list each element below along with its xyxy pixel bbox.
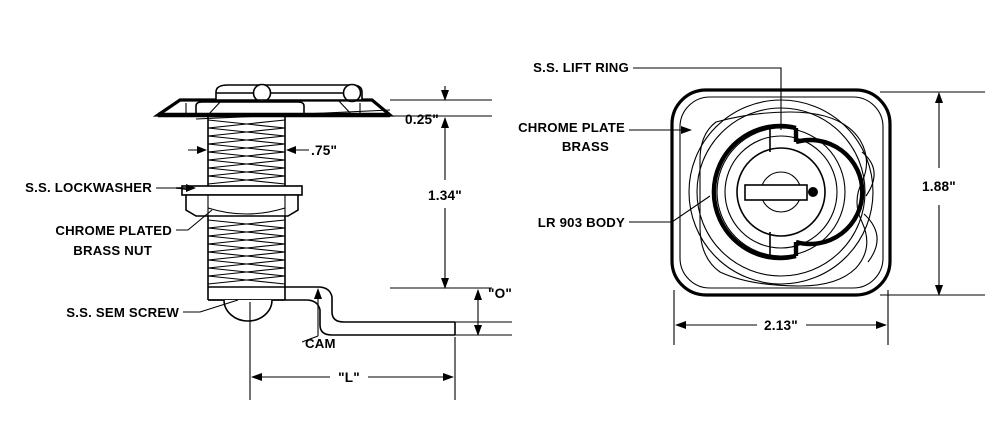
- dim-213-arrowhead-left: [675, 321, 686, 329]
- callout-lr903-body-label: LR 903 BODY: [538, 215, 625, 230]
- right-view-group: S.S. LIFT RING CHROME PLATE BRASS LR 903…: [518, 60, 985, 345]
- dim-head-thickness-label: 0.25": [405, 112, 439, 127]
- dim-ext-lines-cam: [455, 321, 512, 336]
- dim-L-arrowhead-left: [251, 373, 262, 381]
- dim-ext-lines-width: [673, 290, 889, 345]
- dim-025-arrowhead: [441, 90, 449, 101]
- leader-lockwasher-arrowhead: [186, 184, 196, 192]
- keyway-pin-dot: [808, 187, 818, 197]
- leader-sem-screw: [183, 299, 239, 313]
- head-underside-taper: [195, 109, 391, 120]
- cam-hub-edges: [207, 287, 286, 300]
- lockwasher-body: [181, 185, 303, 196]
- lower-thread-hatching: [207, 219, 286, 285]
- keyway-slot: [744, 184, 808, 201]
- dim-O-arrowhead-bottom: [474, 325, 482, 336]
- dim-cam-length-label: "L": [338, 370, 360, 385]
- body-recess-outline: [699, 111, 868, 287]
- callout-lift-ring-label: S.S. LIFT RING: [533, 60, 629, 75]
- leader-lift-ring: [633, 67, 782, 130]
- callout-brass-nut-label-line1: CHROME PLATED: [55, 223, 172, 238]
- cam-arm-lower-profile: [208, 299, 455, 336]
- brass-nut-body: [185, 194, 299, 217]
- dim-thread-diameter-label: .75": [311, 143, 337, 158]
- leader-brass-nut: [176, 209, 213, 231]
- callout-chrome-plate-label-line1: CHROME PLATE: [518, 120, 625, 135]
- lift-ring-right-boss-circle: [342, 83, 362, 103]
- leader-lr903-body: [629, 195, 711, 223]
- callout-chrome-plate-label-line2: BRASS: [562, 139, 609, 154]
- lift-ring-arc-outer: [711, 123, 797, 261]
- dim-075-arrowhead-right: [286, 146, 296, 154]
- nut-flat-division-lines: [207, 195, 286, 216]
- dim-O-arrowhead-top: [474, 289, 482, 300]
- callout-brass-nut-label-line2: BRASS NUT: [73, 243, 152, 258]
- dim-ext-lines-head: [390, 99, 492, 117]
- nut-chamfer-arc: [207, 207, 286, 215]
- dim-ext-lines-height: [880, 91, 985, 296]
- dim-134-arrowhead-top: [441, 117, 449, 128]
- dim-188-arrowhead-top: [935, 92, 943, 103]
- leader-chrome-plate-arrowhead: [681, 126, 692, 134]
- dim-ext-lines-L: [249, 302, 456, 400]
- leader-cam-tail: [301, 335, 319, 343]
- upper-thread-hatching: [207, 119, 286, 185]
- right-callout-leaders: [629, 67, 782, 223]
- lift-ring-left-boss-circle: [252, 83, 272, 103]
- callout-cam-label: CAM: [305, 336, 336, 351]
- dim-188-arrowhead-bottom: [935, 285, 943, 296]
- dim-L-arrowhead-right: [443, 373, 454, 381]
- left-view-group: S.S. LOCKWASHER CHROME PLATED BRASS NUT …: [25, 83, 512, 400]
- ring-mid-2: [724, 135, 838, 249]
- dim-body-height-label: 1.88": [922, 179, 956, 194]
- cam-arm-upper-profile: [208, 286, 455, 323]
- callout-lockwasher-label: S.S. LOCKWASHER: [25, 180, 152, 195]
- dim-cam-offset-label: "O": [488, 286, 512, 301]
- recess-shoulder-upper-right: [861, 151, 875, 197]
- dim-body-width-label: 2.13": [764, 318, 798, 333]
- sem-screw-dome: [223, 299, 273, 322]
- head-center-boss: [195, 101, 305, 115]
- dim-134-arrowhead-bottom: [441, 278, 449, 289]
- callout-sem-screw-label: S.S. SEM SCREW: [66, 305, 179, 320]
- recess-shoulder-lower-right: [863, 213, 878, 263]
- head-bevel-right: [337, 99, 353, 116]
- dim-grip-length-label: 1.34": [428, 188, 462, 203]
- lift-ring-arc-inner: [795, 137, 865, 247]
- dim-075-arrowhead-left: [197, 146, 207, 154]
- dim-213-arrowhead-right: [876, 321, 887, 329]
- leader-cam-arrowhead: [314, 288, 322, 299]
